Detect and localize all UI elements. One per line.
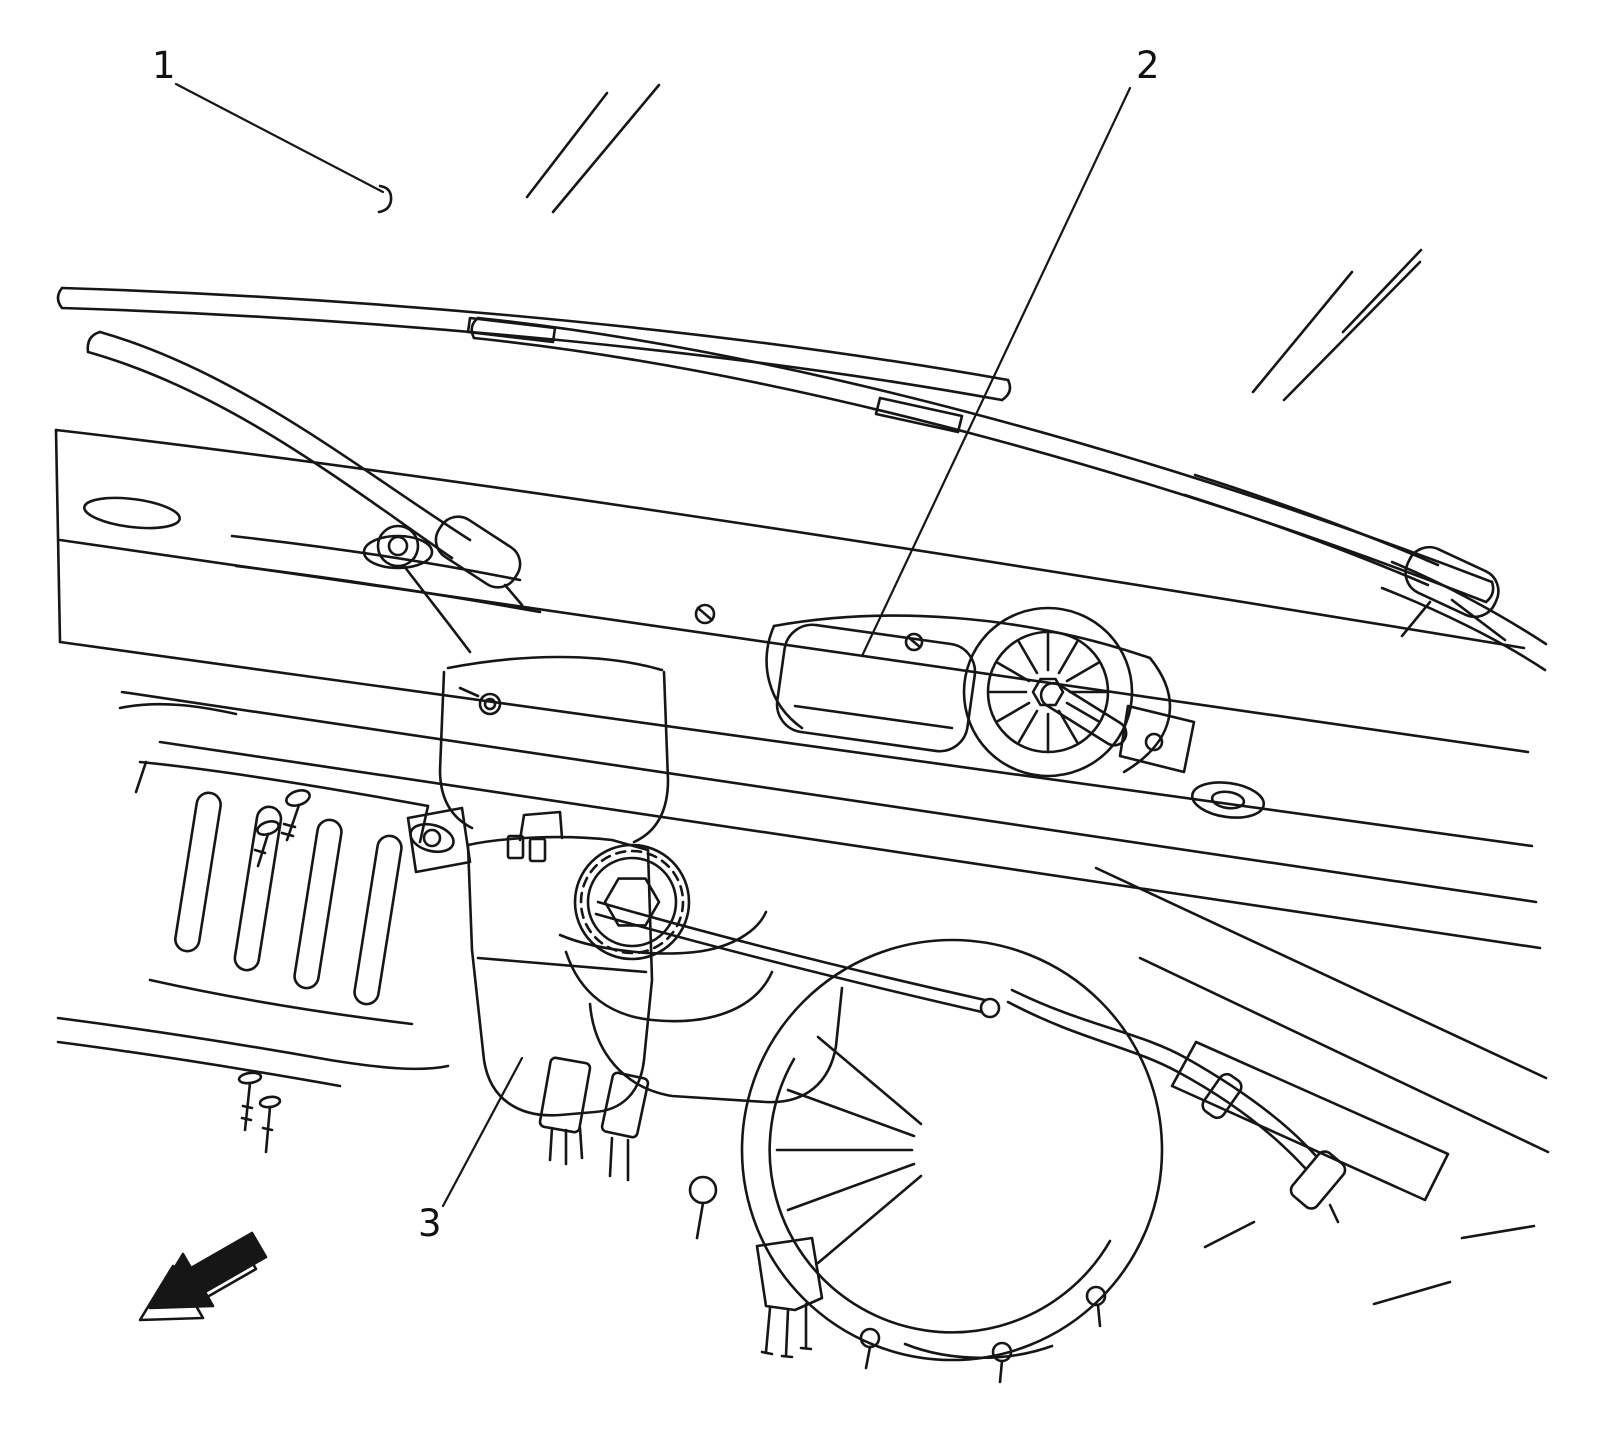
callout-1-label: 1	[152, 44, 176, 87]
bolt	[256, 820, 280, 836]
hose	[1006, 988, 1347, 1224]
firewall-slot	[233, 805, 283, 972]
electrical-connector	[755, 1236, 824, 1312]
cap-hex	[603, 877, 661, 927]
wiper-motor-gear	[962, 606, 1134, 778]
view-direction-arrow-icon	[138, 1231, 268, 1322]
motor-crank-arm	[1039, 681, 1128, 747]
callout-1-part-hook	[377, 184, 393, 214]
wiper-blade-bridge	[874, 396, 964, 434]
callout-1-leader	[174, 82, 385, 194]
booster-stud	[1085, 1285, 1107, 1307]
cowl-grommet	[1190, 781, 1266, 819]
wiper-arm-left	[86, 330, 524, 607]
cowl-panel	[54, 428, 1548, 950]
wiper-arm-head	[434, 515, 522, 589]
mount-bracket	[406, 806, 472, 874]
cowl-screw	[694, 603, 716, 625]
vacuum-port	[688, 1175, 718, 1205]
callout-3-leader	[441, 1056, 524, 1208]
washer-pump	[538, 1056, 592, 1134]
linkage-rod	[596, 900, 987, 1002]
motor-bracket	[1118, 704, 1196, 774]
bracket-stud	[478, 692, 502, 716]
callout-3-label: 3	[418, 1202, 442, 1245]
center-bracket	[438, 655, 670, 844]
callout-2-label: 2	[1136, 44, 1160, 87]
callout-2: 2	[860, 44, 1160, 658]
firewall-panel	[56, 760, 450, 1154]
washer-reservoir	[466, 810, 654, 1182]
brake-booster	[688, 938, 1164, 1384]
master-cylinder-reservoir	[558, 843, 844, 1104]
frame-right	[1094, 866, 1550, 1202]
firewall-slot	[293, 818, 343, 990]
callout-1: 1	[152, 44, 393, 214]
wiper-motor	[594, 606, 1196, 1019]
reservoir-clip	[528, 837, 547, 863]
callout-3: 3	[418, 1056, 524, 1245]
wiper-motor-body	[775, 623, 977, 753]
booster-shell	[740, 938, 1164, 1362]
firewall-slot	[353, 834, 403, 1006]
wiper-pivot	[362, 524, 472, 654]
reservoir-neck	[518, 810, 564, 842]
cowl-screw	[904, 632, 924, 652]
reservoir-cap	[573, 843, 691, 961]
windshield-reflection-lines	[525, 83, 1536, 1306]
wiper-arm-head	[1404, 545, 1500, 619]
fasteners	[253, 789, 472, 874]
illustration: 1 2 3	[54, 44, 1550, 1384]
washer-pump	[600, 1071, 650, 1139]
firewall-slot	[174, 791, 222, 953]
wiper-arm-right	[1183, 473, 1507, 642]
cowl-vent-slot	[83, 496, 181, 530]
callout-2-leader	[860, 86, 1132, 658]
frame-bracket	[1170, 1040, 1450, 1202]
mount-grommet	[409, 822, 455, 854]
reservoir-clip	[506, 834, 525, 860]
motor-hub-nut	[1031, 677, 1065, 707]
view-arrow-body	[148, 1231, 268, 1310]
harness-line	[56, 1016, 450, 1071]
hose-grommet	[1201, 1072, 1243, 1120]
